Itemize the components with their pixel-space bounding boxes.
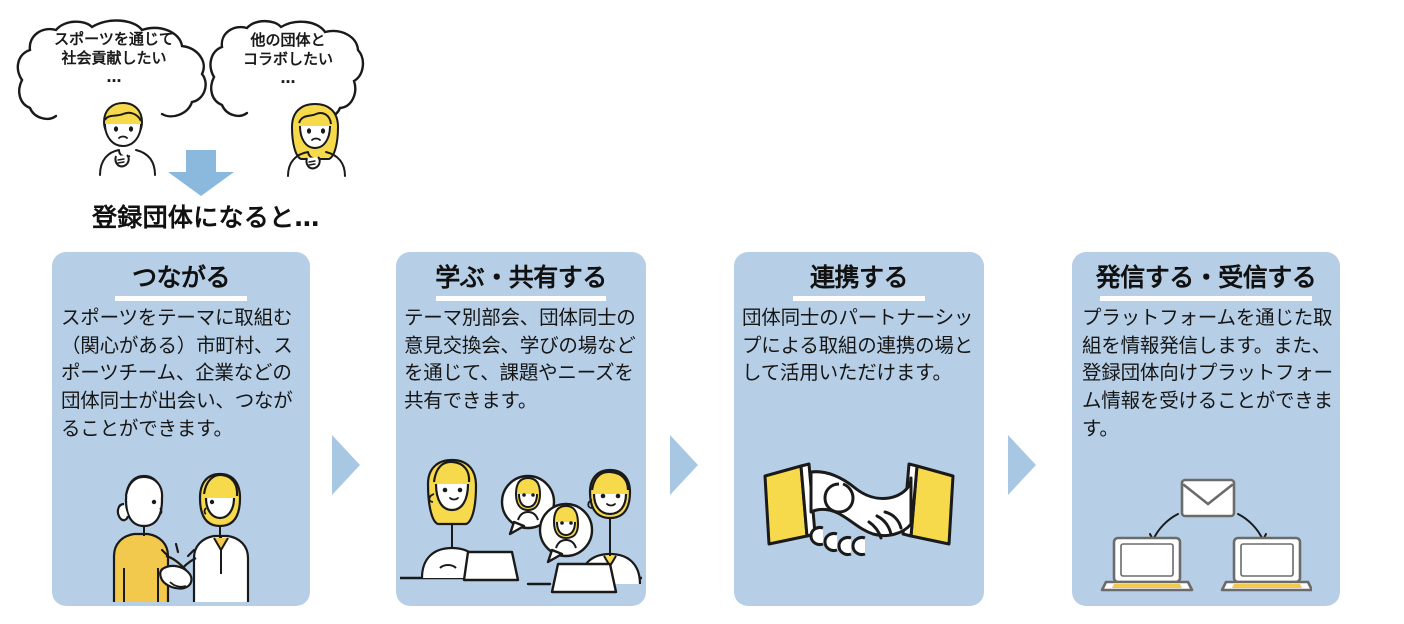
step-arrow-right-icon <box>332 435 360 495</box>
thought-bubble-icon <box>16 19 207 120</box>
email-laptops-icon <box>1072 476 1340 594</box>
thinking-girl-icon <box>287 102 346 177</box>
card-body-text: プラットフォームを通じた取組を情報発信します。また、登録団体向けプラットフォーム… <box>1082 306 1333 440</box>
online-meeting-icon <box>396 452 646 602</box>
page-title: 登録団体になると… <box>92 203 320 232</box>
handshake-people-icon <box>52 464 310 604</box>
title-underline <box>436 296 606 301</box>
benefit-card-broadcast-receive[interactable]: 発信する・受信する プラットフォームを通じた取組を情報発信します。また、登録団体… <box>1072 252 1340 606</box>
thinking-boy-icon <box>99 101 156 176</box>
benefit-card-learn-share[interactable]: 学ぶ・共有する テーマ別部会、団体同士の意見交換会、学びの場などを通じて、課題や… <box>396 252 646 606</box>
title-underline <box>1100 296 1312 301</box>
handshake-icon <box>734 450 984 568</box>
card-title: つながる <box>131 263 231 292</box>
benefit-card-collaborate[interactable]: 連携する 団体同士のパートナーシップによる取組の連携の場として活用いただけます。 <box>734 252 984 606</box>
title-underline <box>115 296 247 301</box>
card-title: 学ぶ・共有する <box>435 263 607 292</box>
arrow-down-icon <box>168 150 234 196</box>
title-underline <box>793 296 925 301</box>
thought-bubble-text-1: スポーツを通じて 社会貢献したい … <box>54 30 174 87</box>
intro-section: スポーツを通じて 社会貢献したい … 他の団体と コラボしたい … 登録団体に <box>0 0 420 245</box>
thought-bubble-text-2: 他の団体と コラボしたい … <box>242 31 333 88</box>
card-body-text: 団体同士のパートナーシップによる取組の連携の場として活用いただけます。 <box>742 306 974 385</box>
card-body-text: テーマ別部会、団体同士の意見交換会、学びの場などを通じて、課題やニーズを共有でき… <box>404 306 636 413</box>
card-title: 発信する・受信する <box>1095 263 1317 292</box>
benefits-card-row: つながる スポーツをテーマに取組む（関心がある）市町村、スポーツチーム、企業など… <box>0 252 1404 612</box>
card-body-text: スポーツをテーマに取組む（関心がある）市町村、スポーツチーム、企業などの団体同士… <box>61 306 293 440</box>
card-title: 連携する <box>809 263 909 292</box>
step-arrow-right-icon <box>670 435 698 495</box>
step-arrow-right-icon <box>1008 435 1036 495</box>
thought-bubble-icon <box>209 19 365 120</box>
benefit-card-connect[interactable]: つながる スポーツをテーマに取組む（関心がある）市町村、スポーツチーム、企業など… <box>52 252 310 606</box>
